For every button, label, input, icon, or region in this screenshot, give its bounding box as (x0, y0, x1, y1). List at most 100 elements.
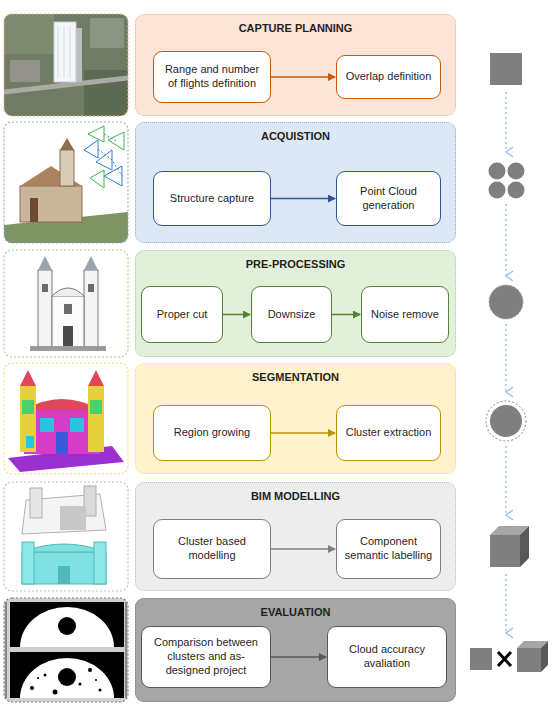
model-door (58, 566, 70, 584)
cube-symbol (490, 526, 529, 567)
stage-panel: CAPTURE PLANNING Range and number of flig… (135, 14, 456, 116)
process-box: Downsize (251, 286, 332, 343)
panel-fill (135, 250, 456, 357)
box-label: Proper cut (157, 308, 208, 322)
box-label: Region growing (174, 426, 250, 440)
circle-symbol (490, 405, 522, 437)
evaluation-images (4, 598, 128, 702)
tower (38, 270, 52, 348)
church-door (30, 198, 38, 222)
segment (88, 386, 104, 452)
hole (58, 668, 76, 686)
art-shape (95, 679, 97, 681)
church-body (20, 186, 82, 222)
dotted-arrow (505, 204, 507, 276)
flow-arrows (505, 92, 507, 633)
flow-arrow (271, 76, 335, 78)
stage-title: CAPTURE PLANNING (136, 22, 455, 34)
circle-ring (486, 401, 526, 441)
stage-title: ACQUISTION (136, 130, 455, 142)
window (64, 304, 72, 314)
model-tower (94, 542, 106, 584)
photo-roof (10, 60, 40, 82)
process-box: Cloud accuracy avaliation (327, 626, 447, 688)
segment (20, 370, 104, 386)
stage-panel: PRE-PROCESSING Proper cut Downsize Noise re… (135, 250, 456, 357)
process-box: Region growing (153, 405, 271, 461)
dotted-arrow (505, 324, 507, 392)
stage-title: PRE-PROCESSING (136, 258, 455, 270)
panel-fill (135, 598, 456, 702)
art-shape (44, 674, 47, 677)
window (42, 284, 48, 292)
stage-title: SEGMENTATION (136, 371, 455, 383)
segment (40, 418, 54, 432)
stage-panel: SEGMENTATION Region growing Cluster extrac… (135, 363, 456, 474)
thumb-frame (4, 250, 128, 357)
tower (84, 270, 98, 348)
cube-symbol (517, 641, 548, 672)
photo-patch (4, 14, 54, 54)
process-box: Structure capture (153, 171, 271, 226)
dotted-arrow (505, 446, 507, 515)
model-shade (60, 506, 86, 530)
box-label: Comparison between clusters and as-desig… (148, 636, 264, 677)
art-shape (520, 526, 529, 567)
facade (52, 296, 84, 348)
process-box: Range and number of flights definition (153, 51, 271, 103)
camera (88, 126, 124, 188)
camera (84, 140, 122, 186)
panel-fill (135, 14, 456, 116)
segment (22, 400, 34, 414)
arch (20, 607, 114, 647)
camera-frustums (84, 126, 124, 188)
box-label: Structure capture (170, 192, 254, 206)
art-shape (508, 163, 525, 180)
art-shape (99, 689, 102, 692)
model-tower (22, 542, 34, 584)
segment (56, 432, 68, 454)
art-shape (489, 182, 506, 199)
stage-symbols (470, 53, 548, 672)
arch (20, 658, 114, 698)
photo-ground (4, 482, 128, 591)
building-lines (58, 26, 70, 78)
process-box: Cluster based modelling (153, 519, 271, 579)
building (54, 22, 76, 82)
process-box: Overlap definition (336, 55, 441, 99)
thumb-frame (4, 482, 128, 591)
church-spire (60, 138, 74, 150)
process-box: Cluster extraction (336, 405, 441, 461)
box-label: Overlap definition (346, 70, 432, 84)
church-tower (60, 150, 74, 186)
window (88, 284, 94, 292)
segment (90, 400, 102, 414)
four-circles-symbol (489, 163, 525, 199)
photo-ground (4, 363, 128, 474)
stage-title: BIM MODELLING (136, 490, 455, 502)
stage-title: EVALUATION (136, 606, 455, 618)
panel-fills (135, 14, 456, 702)
hole (58, 617, 76, 635)
art-shape (53, 690, 58, 695)
segmented-church (4, 363, 128, 474)
photo-ground (4, 122, 128, 243)
thumb-frame (4, 363, 128, 474)
process-box: Noise remove (361, 286, 449, 343)
box-label: Cloud accuracy avaliation (334, 643, 440, 671)
stage-panel: ACQUISTION Structure capture Point Cloud g… (135, 122, 456, 243)
flow-arrow (271, 548, 335, 550)
art-shape (489, 163, 506, 180)
art-shape (88, 668, 92, 672)
box-label: Point Cloud generation (343, 185, 434, 213)
dotted-arrow (505, 574, 507, 633)
model-gable (22, 544, 106, 552)
segment (26, 436, 34, 448)
box-label: Downsize (268, 308, 316, 322)
box-label: Noise remove (371, 308, 439, 322)
flow-arrow (271, 198, 335, 200)
spire (38, 256, 98, 270)
thumb-frame (4, 598, 128, 702)
camera-path (98, 134, 122, 176)
